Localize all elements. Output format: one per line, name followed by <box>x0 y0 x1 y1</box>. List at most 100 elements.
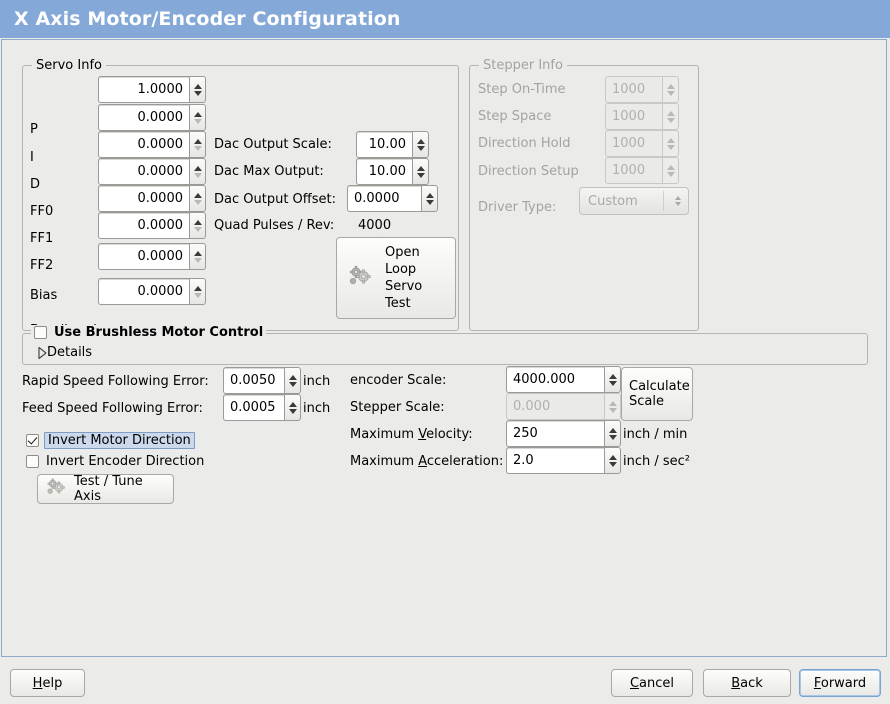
servo-input-bias[interactable]: 0.0000 <box>98 243 189 270</box>
feed-following-error-input[interactable]: 0.0005 <box>223 394 284 421</box>
back-button[interactable]: Back <box>703 669 791 697</box>
spin-down-icon[interactable] <box>666 90 675 96</box>
spin-up-icon[interactable] <box>288 374 297 380</box>
spin-down-icon[interactable] <box>608 380 617 386</box>
servo-spin-deadband[interactable]: 0.0000 <box>98 278 206 305</box>
spin-up-icon[interactable] <box>416 165 425 171</box>
step-on-time-stepper[interactable] <box>662 76 679 103</box>
checkbox-box[interactable] <box>34 326 47 339</box>
rapid-following-error-spin[interactable]: 0.0050 <box>223 367 301 394</box>
spin-down-icon[interactable] <box>666 144 675 150</box>
dac-output-scale-input[interactable]: 10.00 <box>356 131 412 158</box>
spin-down-icon[interactable] <box>666 117 675 123</box>
invert-encoder-direction-checkbox[interactable]: Invert Encoder Direction <box>26 454 204 469</box>
servo-input-ff2[interactable]: 0.0000 <box>98 212 189 239</box>
dac-output-offset-input[interactable]: 0.0000 <box>347 185 421 212</box>
servo-stepper-ff1[interactable] <box>189 185 206 212</box>
checkbox-box[interactable] <box>26 455 39 468</box>
forward-button[interactable]: Forward <box>799 669 881 697</box>
cancel-button[interactable]: Cancel <box>611 669 693 697</box>
spin-up-icon[interactable] <box>608 400 617 406</box>
spin-up-icon[interactable] <box>666 83 675 89</box>
servo-stepper-p[interactable] <box>189 76 206 103</box>
max-acceleration-spin[interactable]: 2.0 <box>506 447 621 474</box>
dac-output-scale-spin[interactable]: 10.00 <box>356 131 429 158</box>
servo-stepper-bias[interactable] <box>189 243 206 270</box>
max-acceleration-input[interactable]: 2.0 <box>506 447 604 474</box>
servo-input-p[interactable]: 1.0000 <box>98 76 189 103</box>
spin-down-icon[interactable] <box>608 407 617 413</box>
feed-following-error-spin[interactable]: 0.0005 <box>223 394 301 421</box>
spin-up-icon[interactable] <box>416 138 425 144</box>
dac-max-output-spin[interactable]: 10.00 <box>356 158 429 185</box>
spin-up-icon[interactable] <box>193 165 202 171</box>
servo-spin-ff0[interactable]: 0.0000 <box>98 158 206 185</box>
servo-input-ff0[interactable]: 0.0000 <box>98 158 189 185</box>
spin-down-icon[interactable] <box>193 118 202 124</box>
servo-spin-i[interactable]: 0.0000 <box>98 104 206 131</box>
rapid-following-error-stepper[interactable] <box>284 367 301 394</box>
spin-down-icon[interactable] <box>608 434 617 440</box>
dac-output-offset-stepper[interactable] <box>421 185 438 212</box>
dac-max-output-stepper[interactable] <box>412 158 429 185</box>
spin-down-icon[interactable] <box>193 292 202 298</box>
spin-down-icon[interactable] <box>193 199 202 205</box>
servo-stepper-ff2[interactable] <box>189 212 206 239</box>
max-velocity-spin[interactable]: 250 <box>506 420 621 447</box>
servo-spin-bias[interactable]: 0.0000 <box>98 243 206 270</box>
dac-output-scale-stepper[interactable] <box>412 131 429 158</box>
direction-hold-stepper[interactable] <box>662 130 679 157</box>
invert-motor-direction-checkbox[interactable]: Invert Motor Direction <box>26 432 195 449</box>
spin-down-icon[interactable] <box>288 408 297 414</box>
servo-input-d[interactable]: 0.0000 <box>98 131 189 158</box>
spin-down-icon[interactable] <box>608 461 617 467</box>
spin-up-icon[interactable] <box>193 111 202 117</box>
spin-up-icon[interactable] <box>193 138 202 144</box>
spin-up-icon[interactable] <box>666 164 675 170</box>
spin-up-icon[interactable] <box>193 219 202 225</box>
spin-down-icon[interactable] <box>425 199 434 205</box>
step-space-stepper[interactable] <box>662 103 679 130</box>
servo-input-ff1[interactable]: 0.0000 <box>98 185 189 212</box>
max-velocity-stepper[interactable] <box>604 420 621 447</box>
max-velocity-input[interactable]: 250 <box>506 420 604 447</box>
spin-down-icon[interactable] <box>416 172 425 178</box>
encoder-scale-stepper[interactable] <box>604 366 621 393</box>
servo-spin-ff1[interactable]: 0.0000 <box>98 185 206 212</box>
spin-up-icon[interactable] <box>193 192 202 198</box>
step-space-spin[interactable]: 1000 <box>605 103 679 130</box>
servo-spin-ff2[interactable]: 0.0000 <box>98 212 206 239</box>
servo-stepper-deadband[interactable] <box>189 278 206 305</box>
servo-spin-p[interactable]: 1.0000 <box>98 76 206 103</box>
spin-up-icon[interactable] <box>608 454 617 460</box>
spin-down-icon[interactable] <box>193 145 202 151</box>
spin-down-icon[interactable] <box>193 172 202 178</box>
spin-up-icon[interactable] <box>193 250 202 256</box>
direction-setup-input[interactable]: 1000 <box>605 157 662 184</box>
max-acceleration-stepper[interactable] <box>604 447 621 474</box>
spin-up-icon[interactable] <box>666 110 675 116</box>
encoder-scale-spin[interactable]: 4000.000 <box>506 366 621 393</box>
direction-hold-input[interactable]: 1000 <box>605 130 662 157</box>
spin-up-icon[interactable] <box>193 83 202 89</box>
stepper-scale-spin[interactable]: 0.000 <box>506 393 621 420</box>
servo-input-deadband[interactable]: 0.0000 <box>98 278 189 305</box>
spin-down-icon[interactable] <box>193 226 202 232</box>
stepper-scale-stepper[interactable] <box>604 393 621 420</box>
triangle-right-icon[interactable] <box>29 346 47 359</box>
step-space-input[interactable]: 1000 <box>605 103 662 130</box>
spin-up-icon[interactable] <box>193 285 202 291</box>
driver-type-combo[interactable]: Custom <box>579 187 689 215</box>
dac-output-offset-spin[interactable]: 0.0000 <box>347 185 438 212</box>
servo-stepper-d[interactable] <box>189 131 206 158</box>
direction-setup-stepper[interactable] <box>662 157 679 184</box>
encoder-scale-input[interactable]: 4000.000 <box>506 366 604 393</box>
spin-up-icon[interactable] <box>608 373 617 379</box>
spin-up-icon[interactable] <box>608 427 617 433</box>
spin-down-icon[interactable] <box>666 171 675 177</box>
feed-following-error-stepper[interactable] <box>284 394 301 421</box>
calculate-scale-button[interactable]: Calculate Scale <box>621 367 693 421</box>
spin-down-icon[interactable] <box>193 90 202 96</box>
stepper-scale-input[interactable]: 0.000 <box>506 393 604 420</box>
servo-stepper-ff0[interactable] <box>189 158 206 185</box>
